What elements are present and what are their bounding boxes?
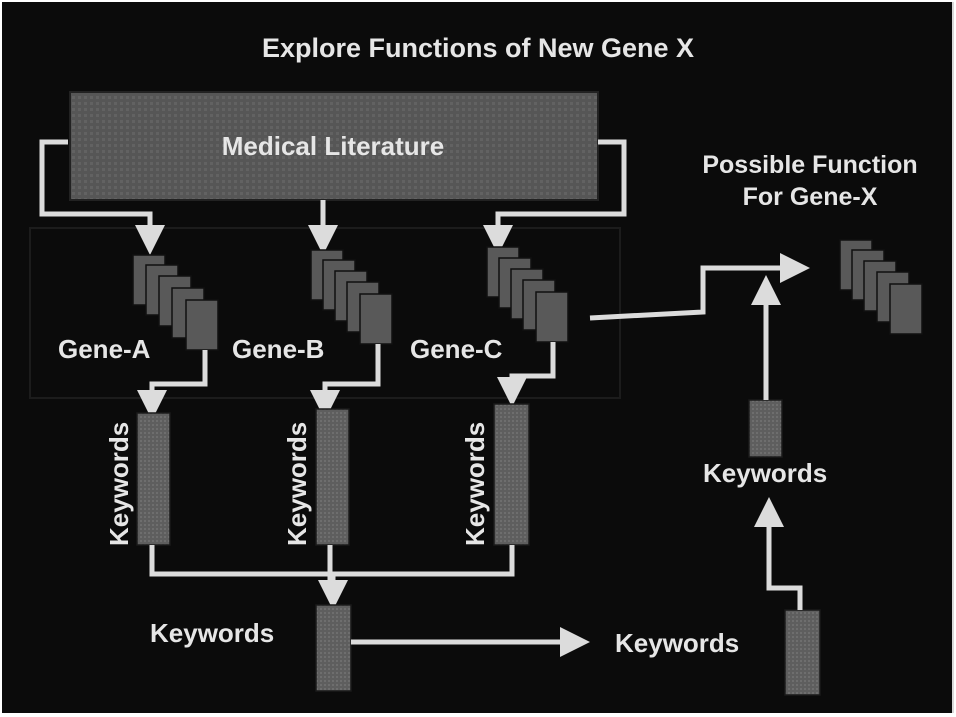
- medical-literature-label: Medical Literature: [222, 131, 445, 161]
- possible-function-line1: Possible Function: [702, 151, 917, 179]
- gene-b-keywords-bar: [315, 408, 350, 546]
- gene-a-keywords-label: Keywords: [104, 422, 134, 546]
- arrow-gene-a-to-keywords: [137, 350, 208, 420]
- arrow-gene-b-to-keywords: [310, 344, 381, 420]
- merged-keywords-label: Keywords: [150, 618, 274, 648]
- arrow-literature-to-gene-a: [39, 139, 165, 255]
- medical-literature-box: [69, 91, 599, 201]
- gene-c-label: Gene-C: [410, 334, 503, 364]
- selected-keywords-label: Keywords: [703, 458, 827, 488]
- diagram-title: Explore Functions of New Gene X: [262, 33, 694, 63]
- merged-keywords-bar: [315, 604, 352, 692]
- gene-c-keywords-label: Keywords: [460, 422, 490, 546]
- possible-function-line2: For Gene-X: [743, 183, 878, 211]
- arrow-gene-a-keywords-to-merged: [149, 545, 348, 610]
- filtered-keywords-bar: [784, 609, 821, 696]
- arrow-gene-c-keywords-to-merged: [333, 545, 515, 577]
- gene-a-keywords-bar: [136, 412, 171, 546]
- filtered-keywords-label: Keywords: [615, 628, 739, 658]
- selected-keywords-bar: [748, 399, 783, 458]
- gene-b-label: Gene-B: [232, 334, 324, 364]
- gene-a-label: Gene-A: [58, 334, 151, 364]
- gene-a-document-stack: [132, 254, 219, 351]
- possible-function-document-stack: [839, 239, 923, 335]
- arrow-gene-c-to-keywords: [497, 342, 556, 407]
- gene-c-keywords-bar: [493, 403, 530, 546]
- gene-c-document-stack: [486, 246, 569, 343]
- arrow-literature-to-gene-c: [483, 139, 627, 255]
- arrow-gene-c-to-possible-function: [589, 253, 810, 321]
- gene-b-keywords-label: Keywords: [282, 422, 312, 546]
- arrow-filtered-to-selected-keywords: [754, 497, 803, 610]
- gene-b-document-stack: [310, 249, 393, 345]
